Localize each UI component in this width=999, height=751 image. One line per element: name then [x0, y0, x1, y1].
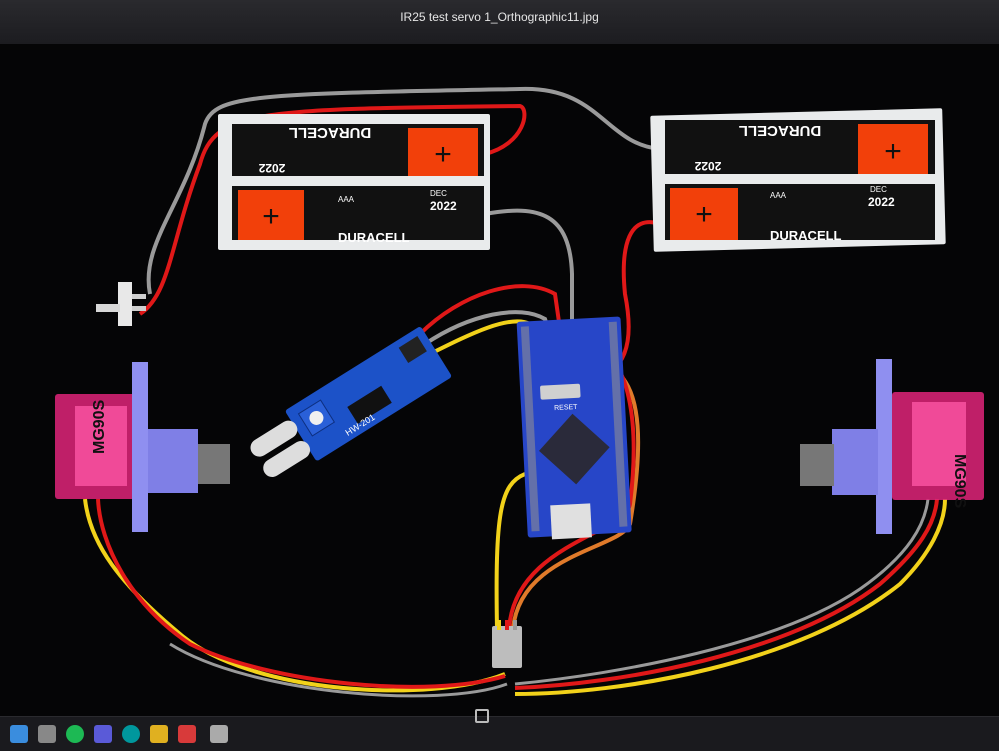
arduino-icon[interactable]	[122, 725, 140, 743]
battery-month: DEC	[870, 185, 887, 194]
usb-port	[550, 503, 592, 540]
plus-sign: +	[262, 200, 280, 233]
battery-right-top: + DURACELL 2022	[665, 120, 935, 174]
window-title: IR25 test servo 1_Orthographic11.jpg	[400, 10, 599, 24]
battery-year: 2022	[258, 161, 285, 175]
yellow-wire-d9	[494, 472, 526, 630]
battery-year: 2022	[868, 195, 895, 209]
wire-connector	[492, 620, 522, 668]
circuit-diagram: + DURACELL 2022 + AAA DEC 2022 DURACELL …	[55, 86, 984, 698]
app-icon-4[interactable]	[94, 725, 112, 743]
battery-year: 2022	[430, 199, 457, 213]
servo-right: MG90S	[800, 359, 984, 534]
battery-month: DEC	[430, 189, 447, 198]
plus-sign: +	[695, 198, 713, 231]
battery-pack-left: + DURACELL 2022 + AAA DEC 2022 DURACELL	[218, 114, 490, 250]
title-bar: IR25 test servo 1_Orthographic11.jpg	[0, 0, 999, 44]
battery-pack-right: + DURACELL 2022 + AAA DEC 2022 DURACELL	[650, 108, 946, 252]
spotify-icon[interactable]	[66, 725, 84, 743]
red-wire-servo-left	[96, 498, 506, 689]
photos-icon[interactable]	[210, 725, 228, 743]
servo-gear	[198, 444, 230, 484]
yellow-wire-servo-right	[514, 498, 947, 696]
red-wire-servo-right	[514, 498, 939, 690]
app-icon-2[interactable]	[38, 725, 56, 743]
battery-year: 2022	[694, 159, 721, 173]
battery-brand: DURACELL	[289, 124, 372, 141]
taskbar	[0, 709, 999, 751]
battery-brand: DURACELL	[770, 228, 842, 243]
slide-switch	[96, 282, 146, 326]
gray-wire-top	[146, 86, 661, 295]
reset-button	[540, 383, 581, 400]
servo-left: MG90S	[55, 362, 230, 532]
gray-wire-servo-right	[514, 498, 930, 686]
servo-gear	[800, 444, 834, 486]
plus-sign: +	[434, 138, 452, 171]
plus-sign: +	[884, 135, 902, 168]
app-icon-7[interactable]	[178, 725, 196, 743]
gray-wire-battery	[484, 208, 574, 329]
red-wire-ir	[418, 284, 562, 336]
gray-wire-servo-left	[169, 642, 508, 698]
fit-to-window-icon[interactable]	[475, 709, 489, 723]
battery-size: AAA	[770, 191, 787, 200]
image-viewer: + DURACELL 2022 + AAA DEC 2022 DURACELL …	[0, 44, 999, 716]
servo-label: MG90S	[91, 399, 108, 454]
battery-right-bottom: + AAA DEC 2022 DURACELL	[665, 184, 935, 243]
folder-icon[interactable]	[150, 725, 168, 743]
reset-label: RESET	[554, 404, 578, 412]
gray-wire-ir	[423, 310, 550, 346]
battery-left-bottom: + AAA DEC 2022 DURACELL	[232, 186, 484, 245]
servo-label: MG90S	[951, 454, 968, 509]
ir-sensor-module: HW-201	[250, 326, 452, 477]
battery-size: AAA	[338, 195, 355, 204]
battery-brand: DURACELL	[739, 122, 822, 139]
battery-left-top: + DURACELL 2022	[232, 124, 484, 176]
battery-brand: DURACELL	[338, 230, 410, 245]
app-icon-1[interactable]	[10, 725, 28, 743]
arduino-nano: RESET	[516, 316, 632, 540]
